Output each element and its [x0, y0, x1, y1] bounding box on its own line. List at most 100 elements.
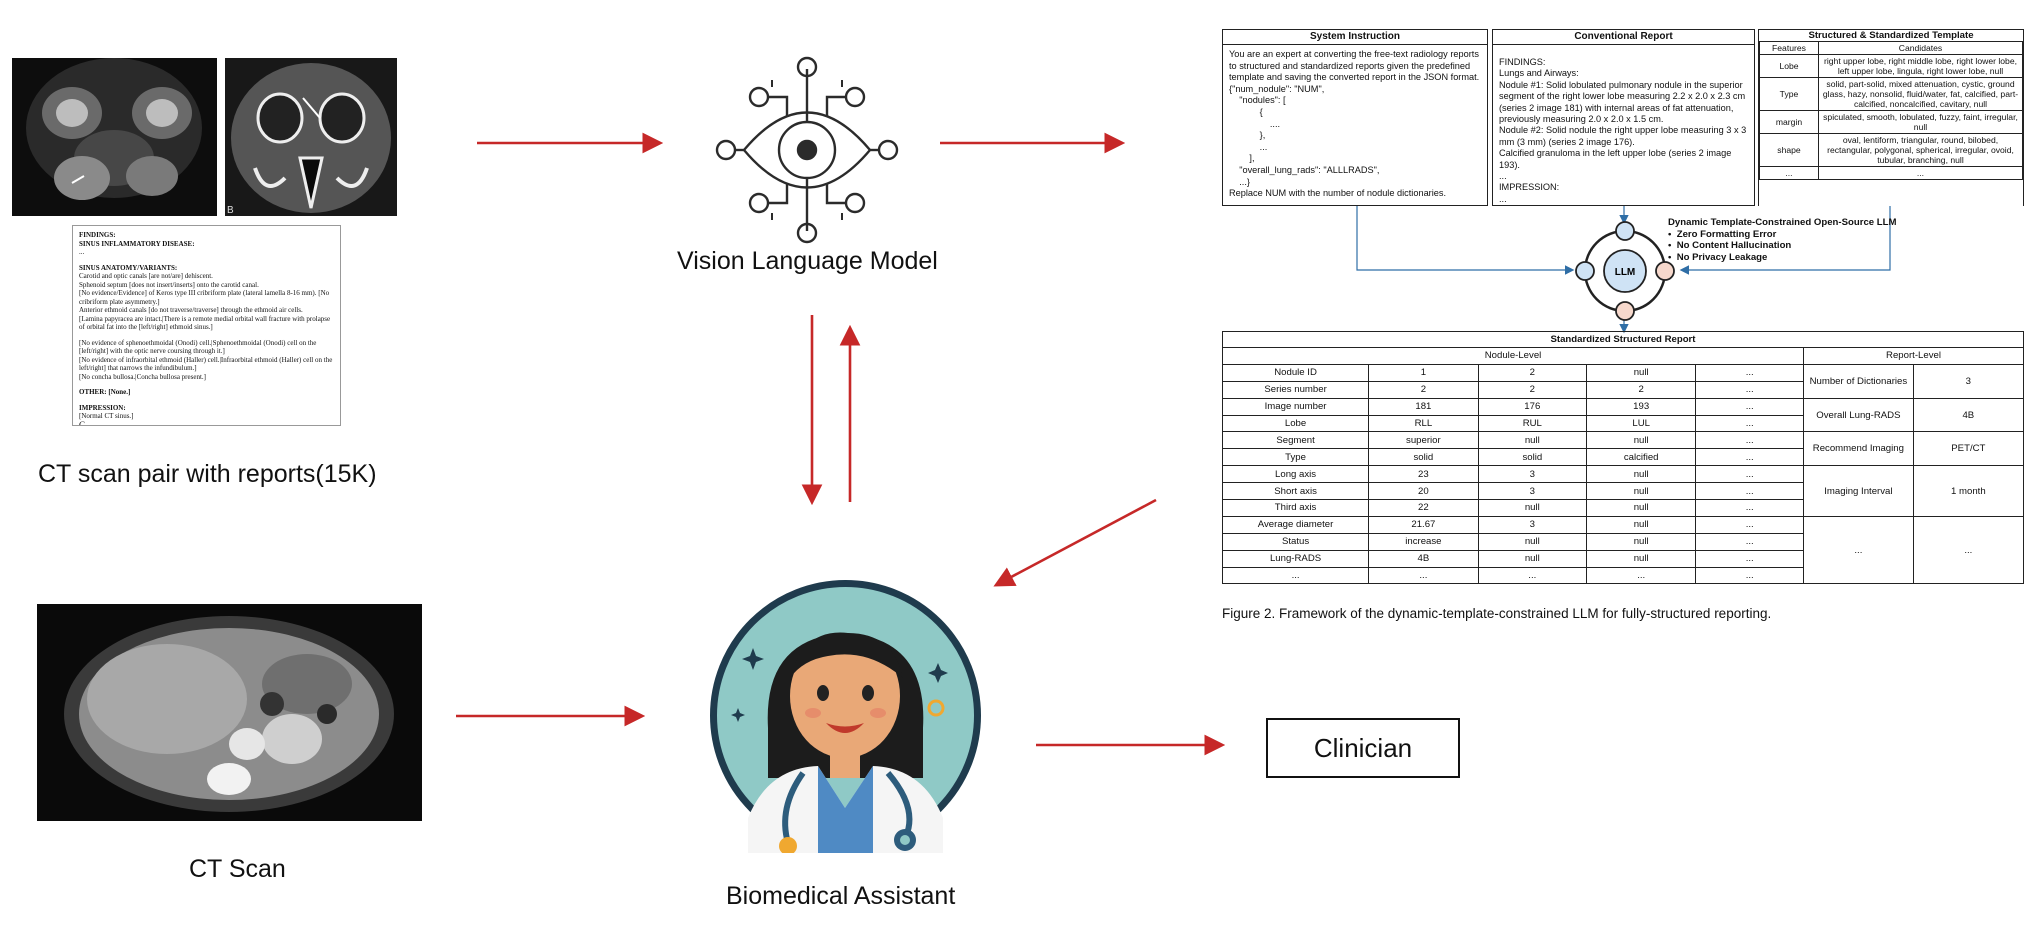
nodule-cell: null — [1477, 431, 1588, 450]
nodule-cell: RLL — [1368, 414, 1479, 433]
nodule-cell: ... — [1695, 549, 1805, 568]
document-line: Anterior ethmoid canals [do not traverse… — [79, 306, 303, 314]
nodule-cell: ... — [1695, 499, 1805, 517]
nodule-cell: 4B — [1368, 549, 1479, 568]
template-candidates: ... — [1818, 166, 2023, 180]
system-instruction-title: System Instruction — [1223, 30, 1487, 45]
template-feature: margin — [1759, 110, 1819, 134]
llm-bullet-3: • No Privacy Leakage — [1668, 251, 1768, 263]
nodule-cell: ... — [1368, 566, 1479, 585]
row-label: Lobe — [1221, 414, 1370, 433]
template-candidates: solid, part-solid, mixed attenuation, cy… — [1818, 77, 2023, 111]
report-level-label: ... — [1803, 515, 1914, 585]
template-candidates: right upper lobe, right middle lobe, rig… — [1818, 54, 2023, 78]
structured-report: Standardized Structured Report Nodule-Le… — [1221, 331, 2025, 585]
nodule-cell: null — [1477, 499, 1588, 517]
row-label: Series number — [1221, 380, 1370, 399]
nodule-cell: RUL — [1477, 414, 1588, 433]
nodule-cell: 3 — [1477, 465, 1588, 484]
template-header-candidates: Candidates — [1818, 41, 2023, 55]
nodule-cell: ... — [1695, 532, 1805, 551]
mri-image — [12, 58, 217, 216]
nodule-cell: null — [1586, 515, 1697, 534]
ct-scan-image — [37, 604, 422, 821]
nodule-cell: 2 — [1477, 363, 1588, 382]
document-line: Carotid and optic canals [are not/are] d… — [79, 272, 213, 280]
structured-report-title: Standardized Structured Report — [1222, 331, 2024, 348]
nodule-cell: 23 — [1368, 465, 1479, 484]
nodule-cell: 21.67 — [1368, 515, 1479, 534]
report-level-label: Imaging Interval — [1803, 465, 1914, 517]
nodule-cell: 181 — [1368, 397, 1479, 416]
row-label: Third axis — [1221, 499, 1370, 517]
document-line: [No evidence of infraorbital ethmoid (Ha… — [79, 355, 333, 373]
nodule-cell: 20 — [1368, 482, 1479, 501]
connector-template-to-llm — [1679, 206, 1891, 275]
document-line: IMPRESSION: — [79, 403, 126, 412]
row-label: Status — [1221, 532, 1370, 551]
biomedical-assistant-avatar — [708, 578, 983, 855]
nodule-cell: LUL — [1586, 414, 1697, 433]
row-label: Average diameter — [1221, 515, 1370, 534]
nodule-cell: 3 — [1477, 515, 1588, 534]
row-label: Segment — [1221, 431, 1370, 450]
nodule-cell: calcified — [1586, 448, 1697, 467]
report-level-label: Overall Lung-RADS — [1803, 397, 1914, 433]
nodule-cell: 2 — [1477, 380, 1588, 399]
nodule-cell: 193 — [1586, 397, 1697, 416]
nodule-cell: null — [1586, 363, 1697, 382]
document-line: [Normal CT sinus.] — [79, 412, 134, 420]
nodule-cell: 176 — [1477, 397, 1588, 416]
clinician-label: Clinician — [1313, 732, 1413, 763]
llm-node: LLM — [1572, 218, 1678, 324]
row-label: Short axis — [1221, 482, 1370, 501]
document-line: SINUS ANATOMY/VARIANTS: — [79, 263, 178, 272]
row-label: Type — [1221, 448, 1370, 467]
report-level-label: Recommend Imaging — [1803, 431, 1914, 467]
document-line: FINDINGS: — [79, 231, 116, 239]
nodule-cell: ... — [1695, 363, 1805, 382]
nodule-cell: solid — [1477, 448, 1588, 467]
nodule-cell: 2 — [1368, 380, 1479, 399]
table-row: ............... — [1221, 566, 2024, 585]
nodule-cell: ... — [1695, 465, 1805, 484]
nodule-cell: ... — [1695, 397, 1805, 416]
template-feature: shape — [1759, 133, 1819, 167]
nodule-cell: null — [1586, 431, 1697, 450]
ct-coronal-image: B — [225, 58, 397, 216]
structured-report-table: Standardized Structured Report Nodule-Le… — [1221, 331, 2025, 585]
arrow-framework-to-assistant — [993, 498, 1157, 587]
nodule-cell: ... — [1695, 448, 1805, 467]
nodule-cell: 1 — [1368, 363, 1479, 382]
report-level-value: PET/CT — [1912, 431, 2025, 467]
nodule-cell: null — [1586, 482, 1697, 501]
nodule-cell: null — [1477, 532, 1588, 551]
nodule-cell: 22 — [1368, 499, 1479, 517]
figure-caption: Figure 2. Framework of the dynamic-templ… — [1222, 606, 1772, 621]
document-line: OTHER: [None.] — [79, 388, 131, 396]
system-instruction-box: System Instruction You are an expert at … — [1222, 29, 1488, 206]
template-header-features: Features — [1759, 41, 1819, 55]
report-level-value: 1 month — [1912, 465, 2025, 517]
row-label: Long axis — [1221, 465, 1370, 484]
document-line: [No evidence of sphenoethmoidal (Onodi) … — [79, 338, 317, 356]
template-candidates: spiculated, smooth, lobulated, fuzzy, fa… — [1818, 110, 2023, 134]
nodule-cell: ... — [1695, 566, 1805, 585]
ct-scan-label: CT Scan — [189, 855, 286, 883]
clinician-box: Clinician — [1266, 718, 1460, 778]
biomedical-assistant-label: Biomedical Assistant — [726, 882, 956, 910]
document-line: SINUS INFLAMMATORY DISEASE: — [79, 239, 195, 248]
nodule-cell: solid — [1368, 448, 1479, 467]
nodule-cell: ... — [1695, 414, 1805, 433]
